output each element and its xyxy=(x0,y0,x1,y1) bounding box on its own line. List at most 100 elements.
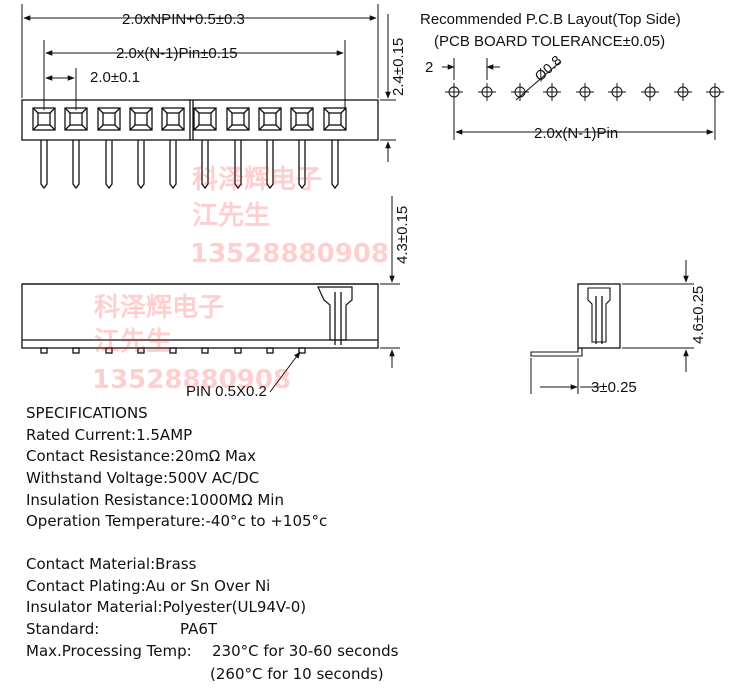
side-pin-stub xyxy=(234,347,242,354)
pin-window-bevel xyxy=(226,107,233,114)
front-view-pins xyxy=(40,140,339,190)
pin-window-outer xyxy=(129,107,153,131)
pin-window-bevel xyxy=(64,107,71,114)
pin-window xyxy=(97,107,121,131)
pcb-hole xyxy=(576,83,594,101)
pin-window xyxy=(129,107,153,131)
pin-window-inner xyxy=(37,112,51,126)
pin-window-bevel xyxy=(243,107,250,114)
end-offset-label: 3±0.25 xyxy=(591,379,637,396)
pin-lead xyxy=(137,140,145,190)
pin-window-inner xyxy=(102,112,116,126)
pin-window xyxy=(32,107,56,131)
side-pin-stub xyxy=(169,347,177,354)
pcb-hole xyxy=(706,83,724,101)
watermark-contact-1: 江先生 xyxy=(192,201,270,231)
pin-lead xyxy=(201,140,209,190)
pin-window-bevel xyxy=(290,124,297,131)
front-view xyxy=(21,99,379,190)
pin-window-bevel xyxy=(307,107,314,114)
pin-window xyxy=(64,107,88,131)
end-view xyxy=(530,283,621,357)
pcb-hole xyxy=(511,83,529,101)
pin-window xyxy=(290,107,314,131)
pin-window-bevel xyxy=(323,124,330,131)
pin-window-bevel xyxy=(258,107,265,114)
overall-length-label: 2.0xNPIN+0.5±0.3 xyxy=(122,11,245,28)
pin-window-bevel xyxy=(97,107,104,114)
pcb-layout-title: Recommended P.C.B Layout(Top Side) xyxy=(420,11,681,28)
pcb-hole xyxy=(543,83,561,101)
pin-window-bevel xyxy=(243,124,250,131)
pin-window-bevel xyxy=(210,124,217,131)
pin-window-bevel xyxy=(258,124,265,131)
pcb-hole xyxy=(608,83,626,101)
pcb-pitch-label: 2 xyxy=(425,59,433,76)
material-line: Contact Plating:Au or Sn Over Ni xyxy=(26,577,271,595)
pin-span-label: 2.0x(N-1)Pin±0.15 xyxy=(116,45,238,62)
pin-window-bevel xyxy=(275,124,282,131)
pin-window xyxy=(193,107,217,131)
front-dimensions xyxy=(21,4,396,162)
pin-window-bevel xyxy=(129,107,136,114)
pin-window-bevel xyxy=(81,107,88,114)
pin-window-outer xyxy=(161,107,185,131)
pin-window-bevel xyxy=(146,124,153,131)
pin-lead xyxy=(72,140,80,190)
watermark-phone-1: 13528880908 xyxy=(190,239,389,269)
pin-window-outer xyxy=(258,107,282,131)
front-view-slots xyxy=(32,100,347,140)
pcb-hole xyxy=(478,83,496,101)
end-view-cavity xyxy=(587,287,611,343)
standard-label: Standard: xyxy=(26,620,100,638)
pin-window-bevel xyxy=(323,107,330,114)
pin-window-bevel xyxy=(49,124,56,131)
processing-note: (260°C for 10 seconds) xyxy=(210,665,384,683)
pin-window-bevel xyxy=(32,107,39,114)
end-height-label: 4.6±0.25 xyxy=(690,286,707,344)
pin-window-bevel xyxy=(114,124,121,131)
watermark-company-1: 科泽辉电子 xyxy=(192,165,322,195)
pcb-hole-label: Ø0.8 xyxy=(531,52,564,84)
standard-value: PA6T xyxy=(180,620,218,638)
pin-lead xyxy=(234,140,242,190)
pcb-tolerance-label: (PCB BOARD TOLERANCE±0.05) xyxy=(434,33,665,50)
pin-window-bevel xyxy=(64,124,71,131)
pin-window-bevel xyxy=(193,124,200,131)
pin-lead xyxy=(266,140,274,190)
pcb-hole xyxy=(641,83,659,101)
pin-window-outer xyxy=(97,107,121,131)
side-view-section xyxy=(317,286,353,341)
pin-lead xyxy=(105,140,113,190)
pin-window xyxy=(323,107,347,131)
end-dimensions xyxy=(530,260,694,394)
pin-window-bevel xyxy=(307,124,314,131)
pin-window-bevel xyxy=(340,124,347,131)
processing-value: 230°C for 30-60 seconds xyxy=(212,642,399,660)
pin-window-bevel xyxy=(178,107,185,114)
front-view-body xyxy=(21,99,379,141)
side-view-pins xyxy=(40,347,306,354)
pin-window-bevel xyxy=(81,124,88,131)
pin-window-bevel xyxy=(97,124,104,131)
side-pin-stub xyxy=(105,347,113,354)
spec-heading: SPECIFICATIONS xyxy=(26,404,148,422)
pin-window-bevel xyxy=(146,107,153,114)
pcb-layout-drawing xyxy=(442,58,724,140)
pin-lead xyxy=(298,140,306,190)
pin-window-bevel xyxy=(178,124,185,131)
pin-lead xyxy=(40,140,48,190)
pin-window-inner xyxy=(69,112,83,126)
pin-window-bevel xyxy=(193,107,200,114)
pin-window xyxy=(258,107,282,131)
material-line: Insulator Material:Polyester(UL94V-0) xyxy=(26,598,307,616)
pin-window-inner xyxy=(328,112,342,126)
pin-window-bevel xyxy=(210,107,217,114)
material-line: Contact Material:Brass xyxy=(26,555,197,573)
side-pin-stub xyxy=(298,347,306,354)
pin-window-bevel xyxy=(114,107,121,114)
pin-lead xyxy=(331,140,339,190)
side-pin-stub xyxy=(40,347,48,354)
